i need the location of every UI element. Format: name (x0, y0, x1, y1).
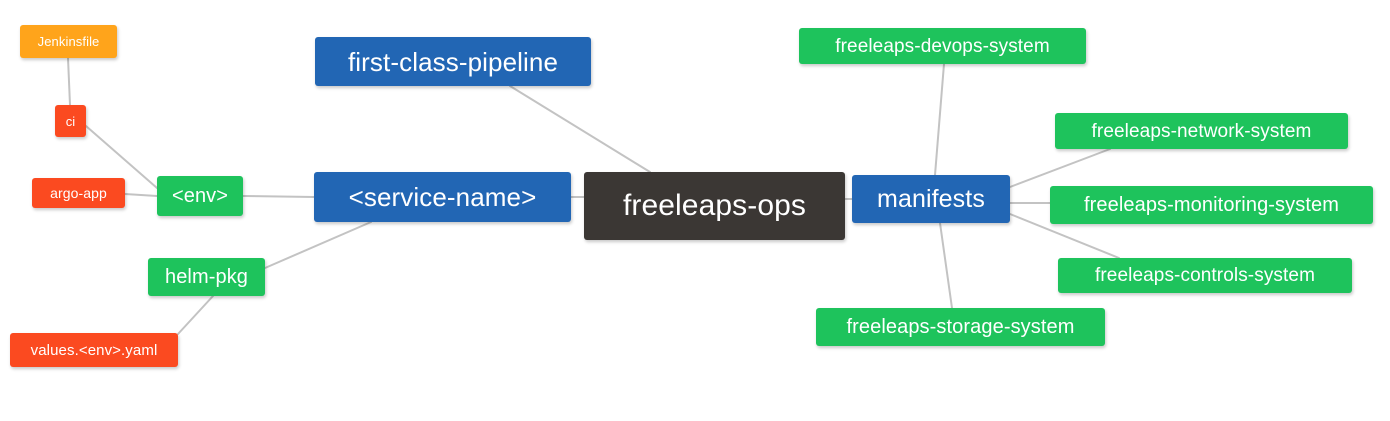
edge-values-yaml-to-helm-pkg (177, 295, 214, 335)
node-label: freeleaps-monitoring-system (1083, 194, 1339, 216)
node-label: freeleaps-ops (622, 189, 807, 222)
edge-ci-to-env (85, 125, 158, 189)
node-label: ci (65, 113, 76, 129)
node-label: freeleaps-controls-system (1094, 265, 1316, 286)
node-ci[interactable]: ci (55, 105, 86, 137)
node-helm-pkg[interactable]: helm-pkg (148, 258, 265, 296)
edge-manifests-to-devops (934, 63, 945, 176)
node-storage[interactable]: freeleaps-storage-system (816, 308, 1105, 346)
node-root[interactable]: freeleaps-ops (584, 172, 845, 240)
edge-pipeline-to-root (509, 85, 651, 173)
node-label: freeleaps-network-system (1091, 120, 1312, 142)
node-env[interactable]: <env> (157, 176, 243, 216)
edge-argo-app-to-env (124, 193, 158, 197)
edge-manifests-to-network (1009, 148, 1111, 188)
node-values-yaml[interactable]: values.<env>.yaml (10, 333, 178, 367)
node-label: Jenkinsfile (37, 34, 100, 49)
node-label: freeleaps-storage-system (846, 316, 1075, 338)
node-pipeline[interactable]: first-class-pipeline (315, 37, 591, 86)
edge-jenkinsfile-to-ci (67, 57, 71, 106)
node-devops[interactable]: freeleaps-devops-system (799, 28, 1086, 64)
node-monitoring[interactable]: freeleaps-monitoring-system (1050, 186, 1373, 224)
node-label: argo-app (50, 185, 107, 201)
node-label: <env> (171, 185, 229, 207)
node-manifests[interactable]: manifests (852, 175, 1010, 223)
node-label: helm-pkg (164, 266, 249, 288)
edge-manifests-to-storage (939, 222, 953, 309)
node-label: <service-name> (348, 182, 537, 212)
edge-helm-pkg-to-service-name (264, 221, 372, 269)
node-label: manifests (877, 184, 985, 213)
node-argo-app[interactable]: argo-app (32, 178, 125, 208)
edge-env-to-service-name (242, 195, 315, 198)
node-jenkinsfile[interactable]: Jenkinsfile (20, 25, 117, 58)
edge-manifests-to-controls (1009, 213, 1120, 259)
node-label: first-class-pipeline (347, 46, 559, 77)
node-controls[interactable]: freeleaps-controls-system (1058, 258, 1352, 293)
node-network[interactable]: freeleaps-network-system (1055, 113, 1348, 149)
node-service-name[interactable]: <service-name> (314, 172, 571, 222)
node-label: freeleaps-devops-system (835, 35, 1050, 57)
node-label: values.<env>.yaml (30, 341, 158, 359)
